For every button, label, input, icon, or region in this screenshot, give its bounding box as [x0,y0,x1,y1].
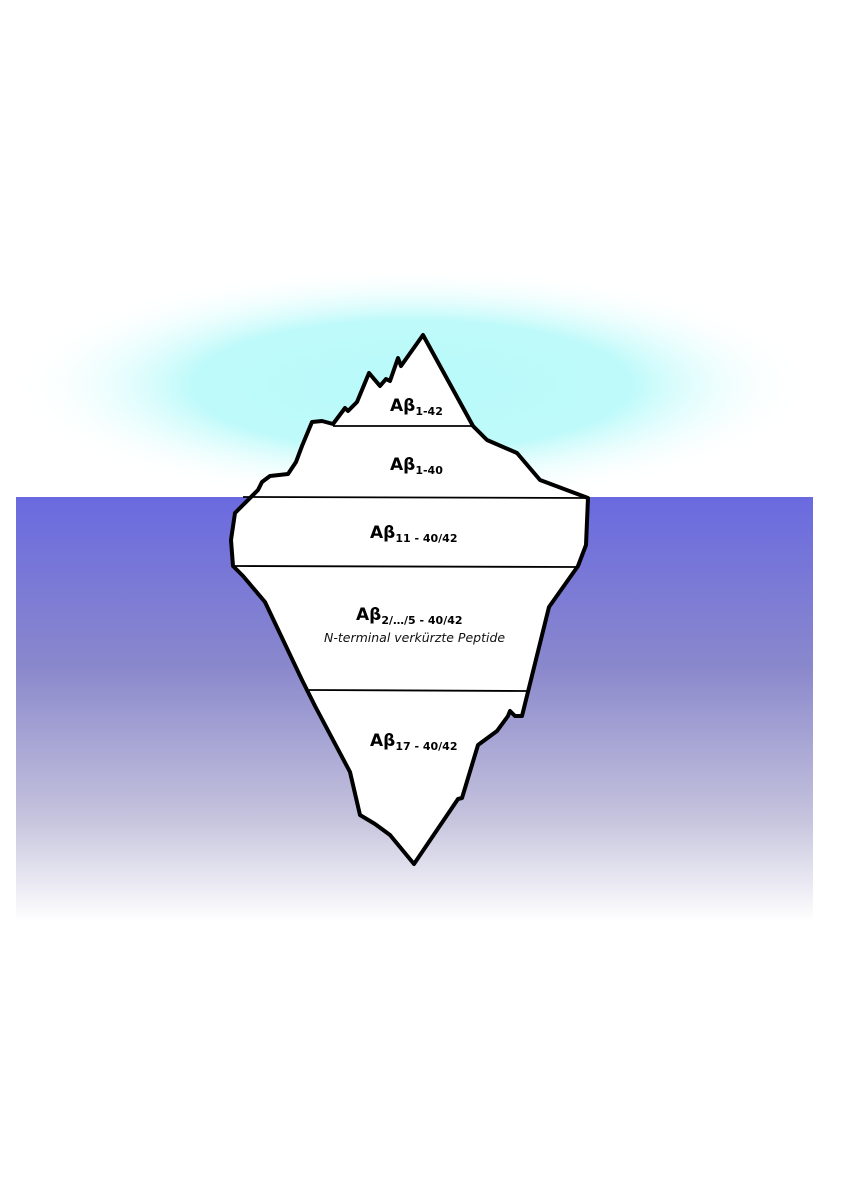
layer-note: N-terminal verkürzte Peptide [324,630,505,645]
iceberg [229,333,590,866]
layer-label-17: Aβ17 - 40/42 [370,731,458,753]
layer-label-11: Aβ11 - 40/42 [370,523,458,545]
layer-label-1-42: Aβ1-42 [390,396,443,418]
layer-label-1-40: Aβ1-40 [390,455,443,477]
layer-label-2-5: Aβ2/…/5 - 40/42 [356,605,463,627]
layer-dividers [233,425,589,692]
